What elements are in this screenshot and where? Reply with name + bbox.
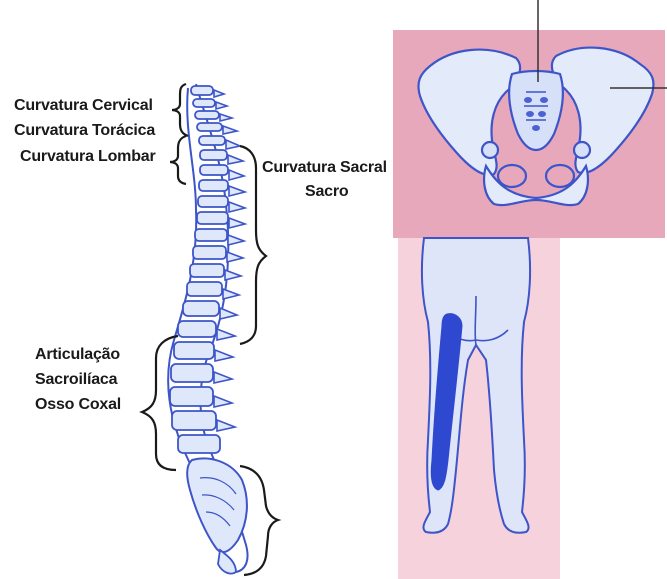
right-obturator: [546, 165, 574, 187]
sacrum-bone: [187, 458, 247, 552]
pelvis-illustration: [418, 48, 653, 206]
label-curvatura-toracica: Curvatura Torácica: [14, 121, 155, 140]
pelvis-sacrum: [509, 71, 563, 150]
label-curvatura-sacral: Curvatura Sacral: [262, 158, 387, 177]
label-articulacao: Articulação: [35, 345, 120, 364]
label-sacroiliaca: Sacroilíaca: [35, 370, 117, 389]
spine-illustration: [168, 84, 247, 574]
coccyx-bone: [218, 550, 236, 574]
label-curvatura-cervical: Curvatura Cervical: [14, 96, 153, 115]
left-obturator: [498, 165, 526, 187]
label-curvatura-lombar: Curvatura Lombar: [20, 147, 156, 166]
left-iliac-wing: [418, 50, 520, 175]
right-iliac-wing: [552, 48, 654, 173]
label-sacro: Sacro: [305, 182, 348, 201]
label-osso-coxal: Osso Coxal: [35, 395, 121, 414]
